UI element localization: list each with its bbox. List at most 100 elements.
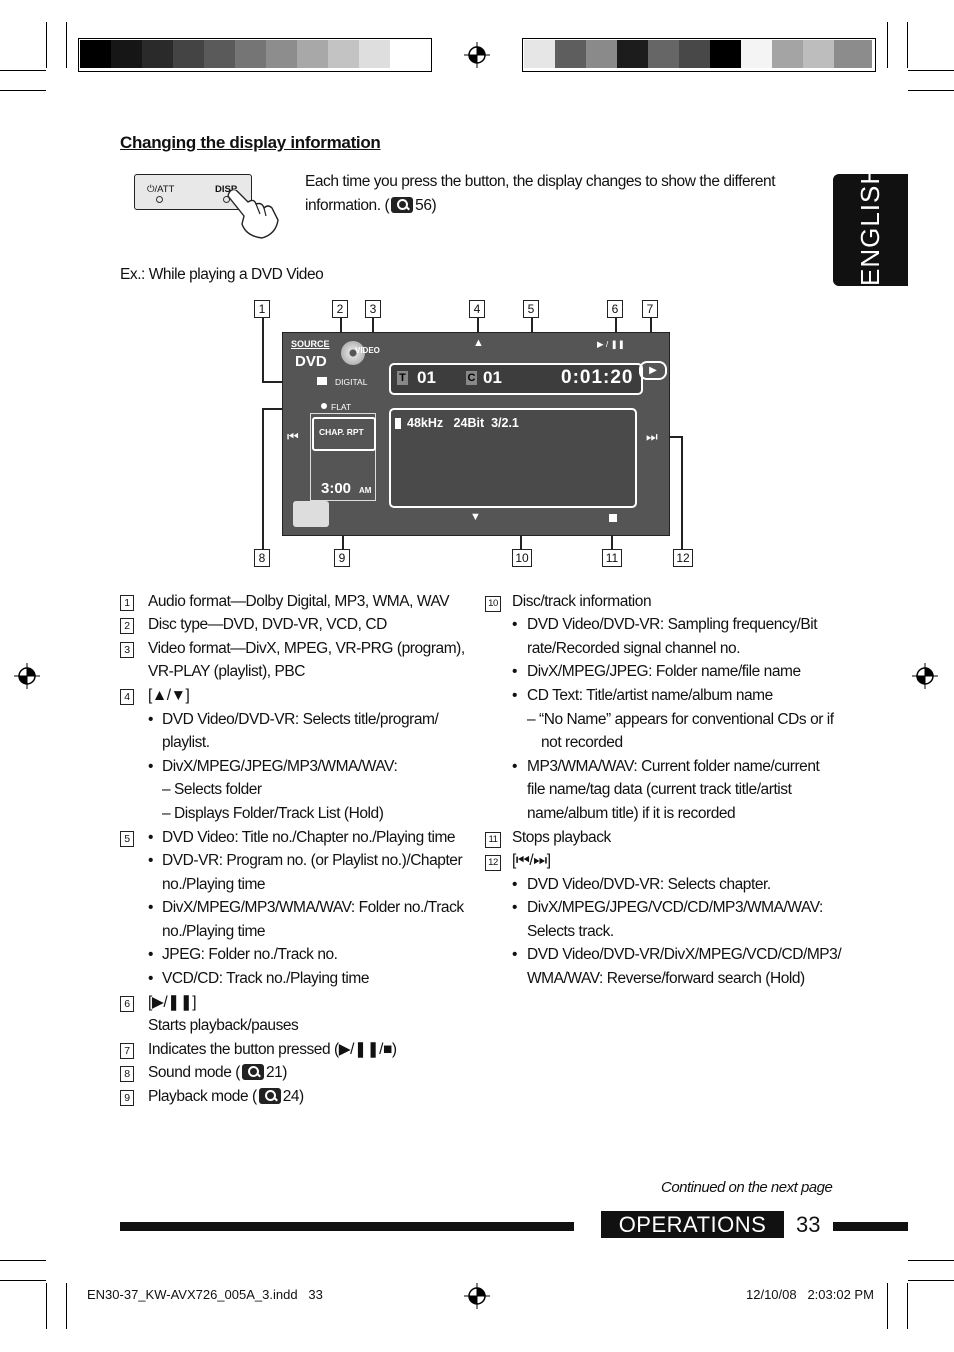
bullet-text: DVD Video/DVD-VR: Sampling frequency/Bit [527, 616, 818, 633]
language-tab: ENGLISH [833, 164, 908, 286]
callout-8: 8 [254, 549, 270, 567]
item-number: 8 [120, 1066, 134, 1082]
stop-icon[interactable] [609, 514, 617, 522]
list-text: Audio format—Dolby Digital, MP3, WMA, WA… [148, 593, 450, 610]
crop-mark [908, 1280, 954, 1281]
intro-ref: 56) [415, 196, 437, 214]
item-number: 10 [485, 596, 501, 612]
list-text-cont: VR-PLAY (playlist), PBC [148, 663, 306, 680]
bullet-text-cont: no./Playing time [162, 923, 266, 940]
list-text: Indicates the button pressed (▶/❚❚/■) [148, 1041, 397, 1058]
callout-9: 9 [334, 549, 350, 567]
bullet-text: DVD Video/DVD-VR/DivX/MPEG/VCD/CD/MP3/ [527, 946, 842, 963]
crop-mark [46, 1283, 47, 1329]
crop-mark [0, 1260, 46, 1261]
bullet-text: DVD Video: Title no./Chapter no./Playing… [162, 829, 456, 846]
crop-mark [46, 22, 47, 68]
list-text: Disc/track information [512, 593, 652, 610]
crop-mark [66, 22, 67, 68]
disc-type-label: DVD [295, 353, 327, 370]
bullet-text: DVD Video/DVD-VR: Selects chapter. [527, 876, 771, 893]
chapter-badge: C [466, 371, 477, 385]
section-title: Changing the display information [120, 133, 381, 152]
crop-mark [907, 22, 908, 68]
playback-mode-box[interactable]: CHAP. RPT [312, 417, 376, 451]
crop-mark [0, 1280, 46, 1281]
callout-1: 1 [254, 300, 270, 318]
reference-icon [258, 1088, 281, 1104]
list-text: [⏮/⏭] [512, 852, 551, 869]
chapter-number: 01 [483, 368, 502, 387]
footer-rule-right [833, 1222, 908, 1231]
crop-mark [887, 1283, 888, 1329]
intro-line-1: Each time you press the button, the disp… [305, 173, 776, 190]
bullet-text-cont: WMA/WAV: Reverse/forward search (Hold) [527, 970, 805, 987]
item-number: 3 [120, 642, 134, 658]
registration-mark-icon [912, 663, 938, 689]
crop-mark [907, 1283, 908, 1329]
play-pause-indicator[interactable]: ▶ / ❚❚ [597, 339, 625, 349]
disp-button-label: DISP [215, 184, 238, 195]
disc-icon [341, 341, 365, 365]
bullet-text: DivX/MPEG/JPEG/VCD/CD/MP3/WMA/WAV: [527, 899, 823, 916]
status-bar: T 01 C 01 0:01:20 [389, 363, 643, 395]
crop-mark [908, 1260, 954, 1261]
crop-mark [908, 90, 954, 91]
section-label: OPERATIONS [601, 1211, 784, 1238]
previous-icon[interactable]: ⏮ [287, 429, 299, 444]
bullet-text: DivX/MPEG/JPEG: Folder name/file name [527, 663, 801, 680]
callout-12: 12 [673, 549, 693, 567]
list-text: Disc type—DVD, DVD-VR, VCD, CD [148, 616, 387, 633]
registration-mark-icon [14, 663, 40, 689]
bullet-text: DVD-VR: Program no. (or Playlist no.)/Ch… [162, 852, 463, 869]
next-icon[interactable]: ⏭ [646, 429, 658, 444]
intro-text: Each time you press the button, the disp… [305, 170, 776, 217]
item-number: 9 [120, 1090, 134, 1106]
bullet-text: DivX/MPEG/MP3/WMA/WAV: Folder no./Track [162, 899, 464, 916]
disc-info-panel: 48kHz 24Bit 3/2.1 [389, 408, 637, 508]
callout-4: 4 [469, 300, 485, 318]
down-arrow-icon[interactable]: ▼ [470, 511, 481, 523]
item-number: 4 [120, 689, 134, 705]
grayscale-bar-left [78, 38, 432, 72]
continued-note: Continued on the next page [661, 1179, 833, 1196]
callout-3: 3 [365, 300, 381, 318]
callout-5: 5 [523, 300, 539, 318]
bullet-text: CD Text: Title/artist name/album name [527, 687, 773, 704]
dash-text-cont: not recorded [541, 734, 623, 751]
registration-mark-icon [464, 1283, 490, 1309]
audio-format-label: DIGITAL [335, 377, 368, 387]
callout-7: 7 [642, 300, 658, 318]
list-text: Sound mode ( [148, 1064, 240, 1081]
grayscale-bar-right [522, 38, 876, 72]
callout-6: 6 [607, 300, 623, 318]
title-badge: T [397, 371, 408, 385]
reference-icon [241, 1064, 264, 1080]
language-tab-label: ENGLISH [855, 164, 885, 286]
item-number: 2 [120, 618, 134, 634]
bullet-text-cont: rate/Recorded signal channel no. [527, 640, 741, 657]
dash-text: – Selects folder [162, 781, 262, 798]
item-number: 11 [485, 832, 501, 848]
disc-info-text: 48kHz 24Bit 3/2.1 [407, 416, 519, 430]
pressing-hand-icon [227, 190, 279, 239]
bullet-text: JPEG: Folder no./Track no. [162, 946, 338, 963]
crop-mark [66, 1283, 67, 1329]
bullet-text: DVD Video/DVD-VR: Selects title/program/ [162, 711, 439, 728]
bullet-text: VCD/CD: Track no./Playing time [162, 970, 370, 987]
print-file-info: EN30-37_KW-AVX726_005A_3.indd 33 [87, 1287, 323, 1302]
item-number: 1 [120, 595, 134, 611]
up-arrow-icon[interactable]: ▲ [473, 337, 484, 349]
bullet-text: MP3/WMA/WAV: Current folder name/current [527, 758, 820, 775]
crop-mark [908, 70, 954, 71]
title-number: 01 [417, 368, 436, 387]
crop-mark [0, 70, 46, 71]
settings-gear-icon[interactable] [293, 501, 329, 527]
info-icon [395, 418, 401, 429]
item-number: 5 [120, 831, 134, 847]
playback-mode-label: CHAP. RPT [319, 427, 364, 437]
button-pressed-icon: ▶ [639, 361, 667, 380]
registration-mark-icon [464, 42, 490, 68]
bullet-text-cont: playlist. [162, 734, 210, 751]
callout-11: 11 [602, 549, 622, 567]
